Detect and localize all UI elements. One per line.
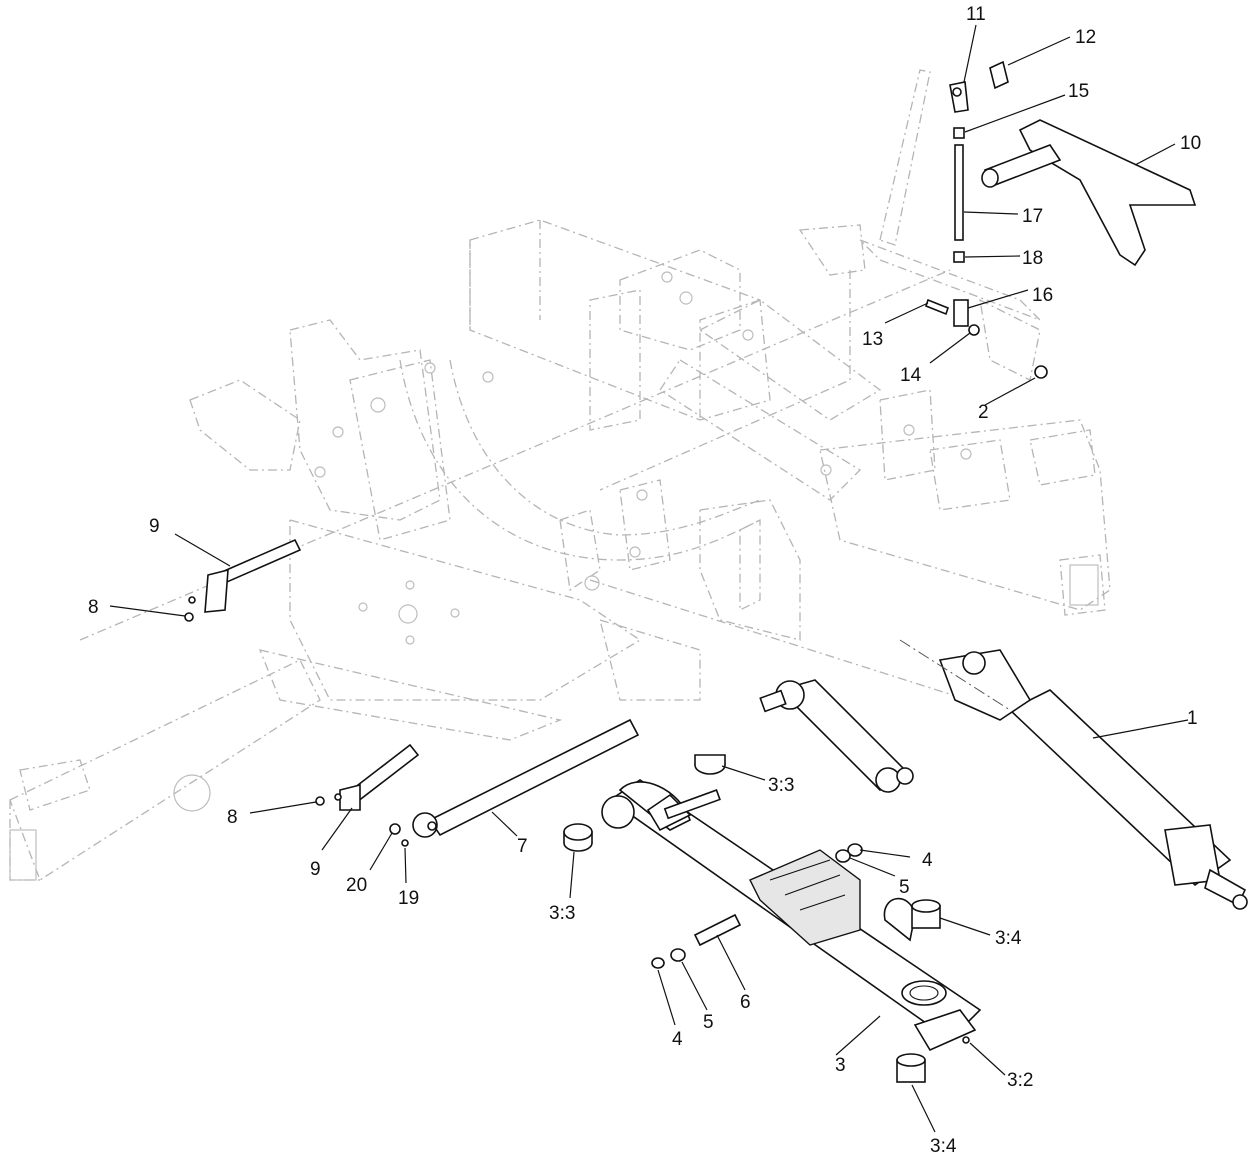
callout-15: 15 (1068, 81, 1089, 102)
callout-12: 12 (1075, 27, 1096, 48)
pin-part-6 (693, 913, 742, 947)
bushing-3-4-upper (911, 899, 941, 929)
washers-4-5-left (651, 948, 686, 969)
callout-1: 1 (1187, 708, 1198, 729)
callout-18: 18 (1022, 248, 1043, 269)
nut-part-14 (968, 324, 980, 336)
bushing-3-3-upper (694, 754, 726, 775)
arm-part-3 (601, 779, 982, 1052)
callout-11: 11 (966, 4, 986, 25)
rod-end-part-16 (953, 299, 969, 327)
jam-nut-part-15 (953, 127, 965, 139)
screw-part-8-lower (315, 793, 342, 806)
leader-lines (109, 24, 1189, 1133)
callout-3-2: 3:2 (1007, 1070, 1033, 1091)
callout-5b: 5 (703, 1012, 714, 1033)
callout-10: 10 (1180, 133, 1201, 154)
callout-labels: 1 2 3 3:2 3:3 3:3 3:4 3:4 4 4 5 5 6 7 8 … (88, 4, 1201, 1157)
callout-9b: 9 (310, 859, 321, 880)
callout-16: 16 (1032, 285, 1053, 306)
bushing-3-4-lower (896, 1053, 926, 1083)
ghost-frame (9, 69, 1111, 881)
callout-9a: 9 (149, 516, 160, 537)
clevis-pin-part-12 (989, 60, 1009, 90)
callout-3: 3 (835, 1055, 846, 1076)
nut-part-2 (1034, 365, 1048, 379)
callout-8b: 8 (227, 807, 238, 828)
callout-19: 19 (398, 888, 419, 909)
hydraulic-cylinder-part-1 (899, 639, 1248, 910)
callout-2: 2 (978, 402, 989, 423)
callout-4a: 4 (922, 850, 933, 871)
callout-14: 14 (900, 365, 922, 386)
bracket-part-10 (981, 119, 1197, 267)
pin-part-9-lower (339, 743, 420, 811)
callout-8a: 8 (88, 597, 99, 618)
callout-3-4b: 3:4 (930, 1136, 957, 1157)
clevis-part-11 (949, 81, 969, 113)
callout-4b: 4 (672, 1029, 683, 1050)
grease-fitting-3-2 (962, 1036, 970, 1044)
callout-3-4a: 3:4 (995, 928, 1022, 949)
rod-part-17 (954, 144, 964, 241)
pin-part-7 (412, 718, 640, 838)
bushing-3-3-lower (563, 823, 593, 852)
bolt-part-13 (925, 298, 949, 316)
callout-7: 7 (517, 836, 528, 857)
screw-part-8-upper (184, 596, 196, 622)
washers-4-5-right (835, 843, 863, 863)
callout-20: 20 (346, 875, 367, 896)
callout-5a: 5 (899, 877, 910, 898)
screw-part-19 (401, 839, 409, 847)
jam-nut-part-18 (953, 251, 965, 263)
callout-3-3b: 3:3 (549, 903, 575, 924)
callout-6: 6 (740, 992, 751, 1013)
steering-cylinder (759, 679, 914, 793)
pin-part-9-upper (204, 538, 302, 613)
callout-13: 13 (862, 329, 883, 350)
callout-3-3a: 3:3 (768, 775, 794, 796)
callout-17: 17 (1022, 206, 1043, 227)
bolt-part-20 (389, 823, 401, 835)
